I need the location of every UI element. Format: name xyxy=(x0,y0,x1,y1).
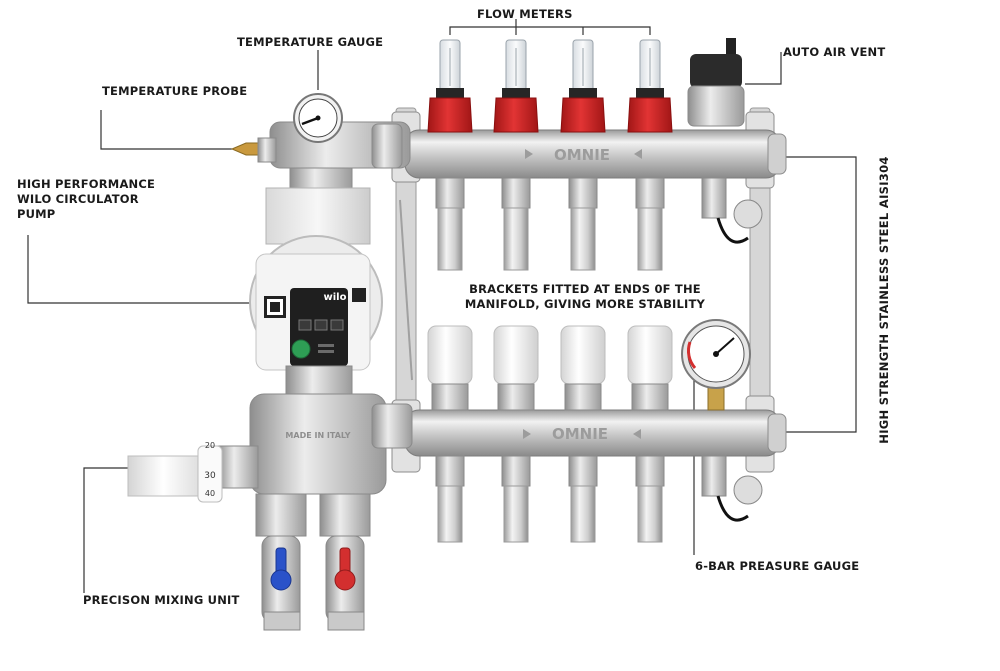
thermo-scale-40: 40 xyxy=(205,489,215,498)
leader-temp-probe xyxy=(100,110,232,150)
label-pressure-gauge: 6-BAR PREASURE GAUGE xyxy=(695,559,860,573)
flow-meter xyxy=(627,39,673,133)
leader-stainless xyxy=(780,156,857,433)
label-brackets-line1: BRACKETS FITTED AT ENDS 0F THE xyxy=(469,282,701,296)
label-pump-line2: WILO CIRCULATOR xyxy=(17,192,139,206)
ball-valve-red xyxy=(319,493,371,631)
bottom-outlets xyxy=(435,455,763,543)
pressure-gauge xyxy=(681,319,751,411)
thermo-scale-30: 30 xyxy=(204,471,216,481)
top-manifold-bar: OMNIE xyxy=(404,129,787,179)
brand-bottom: OMNIE xyxy=(552,425,608,443)
label-pump-line1: HIGH PERFORMANCE xyxy=(17,177,156,191)
leader-pump xyxy=(27,235,250,304)
ball-valve-blue xyxy=(255,493,307,631)
actuators xyxy=(427,325,673,411)
temperature-gauge-assembly xyxy=(269,93,411,191)
mixing-body: MADE IN ITALY xyxy=(217,365,413,495)
leader-flow-meters xyxy=(449,26,651,35)
label-pump: HIGH PERFORMANCE WILO CIRCULATOR PUMP xyxy=(17,177,155,222)
bottom-manifold-bar: OMNIE xyxy=(404,409,787,457)
flow-meter xyxy=(560,39,606,133)
label-mixing-unit: PRECISON MIXING UNIT xyxy=(83,593,240,607)
label-auto-air-vent: AUTO AIR VENT xyxy=(783,45,886,59)
flow-meters xyxy=(427,39,673,133)
leader-air-vent xyxy=(745,52,782,85)
drain-valve-top xyxy=(701,177,763,244)
leader-mixing xyxy=(83,467,130,593)
pump-brand: wilo xyxy=(324,292,347,303)
brand-top: OMNIE xyxy=(554,146,610,164)
leader-lines xyxy=(27,19,857,593)
label-flow-meters: FLOW METERS xyxy=(477,7,573,21)
auto-air-vent xyxy=(687,38,745,127)
flow-meter xyxy=(493,39,539,133)
flow-meter xyxy=(427,39,473,133)
label-brackets: BRACKETS FITTED AT ENDS 0F THE MANIFOLD,… xyxy=(450,282,720,312)
thermostatic-head: 20 30 40 xyxy=(127,441,223,503)
thermo-scale-20: 20 xyxy=(205,441,215,450)
label-temperature-probe: TEMPERATURE PROBE xyxy=(102,84,248,98)
circulator-pump: wilo xyxy=(249,187,383,371)
label-brackets-line2: MANIFOLD, GIVING MORE STABILITY xyxy=(464,297,706,311)
top-outlets xyxy=(435,177,763,271)
label-stainless-steel: HIGH STRENGTH STAINLESS STEEL AISI304 xyxy=(877,156,891,444)
made-in-label: MADE IN ITALY xyxy=(285,431,350,440)
drain-valve-bottom xyxy=(701,455,763,522)
temperature-probe xyxy=(230,137,277,163)
label-temperature-gauge: TEMPERATURE GAUGE xyxy=(237,35,384,49)
label-pump-line3: PUMP xyxy=(17,207,56,221)
